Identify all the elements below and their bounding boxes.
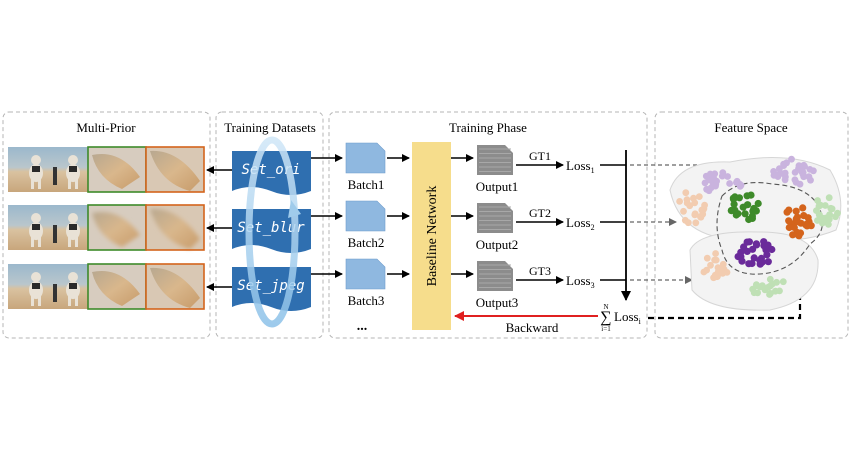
output-label: Output1 (476, 179, 519, 194)
dataset-set-jpeg: Set_jpeg (232, 267, 311, 311)
batch-label: Batch1 (348, 177, 385, 192)
batch-ellipsis: ... (357, 319, 368, 334)
cluster-purple (734, 238, 776, 268)
cycle-arrowhead (288, 200, 301, 218)
cluster-faded-orange-left (676, 189, 708, 227)
sum-upper-limit: N (603, 303, 608, 311)
panel-feature-space (654, 111, 849, 339)
cycle-ring (245, 136, 299, 328)
batch-label: Batch2 (348, 235, 385, 250)
panel-title-feature-space: Feature Space (714, 120, 788, 135)
cluster-faded-green-bottom (749, 275, 787, 298)
sum-lower-limit: i=1 (601, 325, 611, 333)
loss-label: Loss1 (566, 158, 595, 175)
sum-symbol: ∑ (600, 309, 611, 326)
cluster-orange (783, 204, 815, 240)
cluster-faded-orange-bottom (700, 250, 731, 282)
dog-photo (8, 264, 88, 309)
batch-icon (345, 142, 386, 174)
image-row-3 (8, 263, 205, 310)
panel-training-phase (328, 111, 648, 339)
dataset-set-blur: Set_blur (232, 209, 311, 253)
loss-label: Loss3 (566, 273, 595, 290)
crop-orange (145, 204, 205, 251)
batch-icon (345, 258, 386, 290)
crop-orange (145, 263, 205, 310)
dataset-label: Set_blur (237, 220, 305, 236)
batch-1: Batch1 (345, 142, 386, 192)
dog-photo (8, 205, 88, 250)
backward-label: Backward (506, 320, 559, 335)
gt-label: GT1 (529, 149, 551, 163)
dataset-set-ori: Set_ori (232, 151, 311, 195)
crop-green (87, 204, 147, 251)
output-label: Output2 (476, 237, 519, 252)
dog-figures (29, 272, 80, 306)
cluster-faded-purple-top (701, 169, 745, 195)
dog-figures (29, 155, 80, 189)
sum-loss-label: Lossi (614, 309, 642, 326)
batch-icon (345, 200, 386, 232)
output-label: Output3 (476, 295, 519, 310)
cluster-faded-purple-right (770, 155, 817, 188)
output-2: Output2 (476, 203, 519, 252)
cluster-enclosure (716, 181, 824, 275)
output-1: Output1 (476, 145, 519, 194)
crop-orange (145, 146, 205, 193)
crop-green (87, 263, 147, 310)
panel-title-training-datasets: Training Datasets (224, 120, 316, 135)
output-3: Output3 (476, 261, 519, 310)
dog-photo (8, 147, 88, 192)
panel-training-datasets (215, 111, 324, 339)
crop-green (87, 146, 147, 193)
loss-label: Loss2 (566, 215, 595, 232)
panel-title-training-phase: Training Phase (449, 120, 527, 135)
baseline-network-block (412, 142, 451, 330)
baseline-network-label: Baseline Network (425, 186, 440, 287)
batch-3: Batch3 (345, 258, 386, 308)
panel-title-multi-prior: Multi-Prior (76, 120, 136, 135)
image-row-2 (8, 204, 205, 251)
cluster-faded-green-right (813, 194, 841, 228)
cluster-green (727, 191, 762, 224)
image-row-1 (8, 146, 205, 193)
dog-figures (29, 213, 80, 247)
batch-label: Batch3 (348, 293, 385, 308)
gt-label: GT3 (529, 264, 551, 278)
gt-label: GT2 (529, 206, 551, 220)
batch-2: Batch2 (345, 200, 386, 250)
